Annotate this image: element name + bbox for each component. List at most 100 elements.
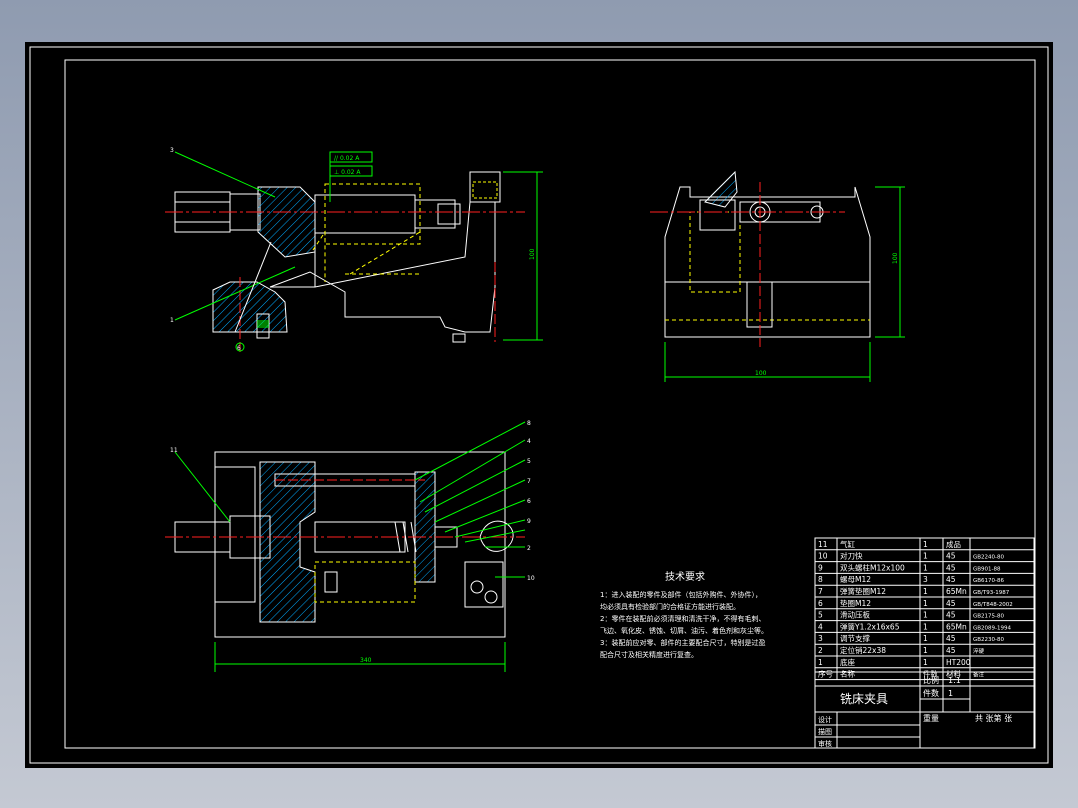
drafter-label: 描图 (818, 727, 832, 736)
dim-plan-width: 340 (360, 657, 372, 664)
front-base-outline (269, 201, 496, 333)
side-view (650, 170, 905, 382)
sheets-text: 共 张第 张 (975, 713, 1012, 723)
tolerance-text-2: ⊥ 0.02 A (334, 169, 361, 176)
bom-cell-qty: 1 (923, 563, 928, 572)
side-base (664, 281, 871, 338)
tech-req-line: 均必须具有检验部门的合格证方能进行装配。 (600, 602, 740, 611)
balloon-plan-6: 6 (527, 498, 531, 505)
bom-cell-note: GB6170-86 (973, 578, 1005, 584)
tolerance-text-1: // 0.02 A (334, 155, 360, 162)
bom-cell-name: 弹簧Y1.2x16x65 (840, 621, 900, 631)
bom-cell-material: 65Mn (946, 587, 967, 596)
bom-cell-qty: 1 (923, 552, 928, 561)
bom-cell-note: GB2230-80 (973, 637, 1005, 643)
bom-cell-no: 3 (818, 634, 823, 643)
bom-cell-no: 7 (818, 587, 823, 596)
bom-cell-name: 调节支撑 (840, 633, 870, 643)
bom-cell-material: 45 (946, 611, 956, 620)
outer-border (29, 46, 1049, 764)
bom-cell-material: 45 (946, 552, 956, 561)
count-label: 件数 (923, 688, 939, 698)
front-hidden-slide (324, 183, 421, 245)
bom-cell-note: GB/T93-1987 (973, 590, 1010, 596)
checker-label: 审核 (818, 739, 832, 748)
dim-side-width: 100 (755, 370, 767, 377)
cad-drawing-sheet: 3 1 6 // 0.02 A ⊥ 0.02 A 100 100 100 (25, 42, 1053, 768)
bom-cell-no: 6 (818, 599, 823, 608)
dim-side-height: 100 (892, 252, 899, 264)
balloon-plan-4: 4 (527, 438, 531, 445)
bom-cell-no: 4 (818, 622, 823, 631)
bom-cell-no: 2 (818, 646, 823, 655)
drawing-title: 铣床夹具 (840, 692, 888, 706)
bom-cell-qty: 1 (923, 599, 928, 608)
balloon-plan-8: 8 (527, 420, 531, 427)
bom-cell-name: 双头螺柱M12x100 (840, 562, 905, 572)
balloon-plan-9: 9 (527, 518, 531, 525)
bom-cell-note: GB2089-1994 (973, 625, 1012, 631)
tech-req-line: 2：零件在装配前必须清理和清洗干净，不得有毛刺、 (600, 614, 765, 623)
bom-cell-no: 8 (818, 575, 823, 584)
bom-cell-name: 垫圈M12 (840, 598, 871, 608)
bom-cell-material: HT200 (946, 658, 971, 667)
bom-cell-qty: 3 (923, 575, 928, 584)
bom-cell-material: 45 (946, 563, 956, 572)
bom-cell-qty: 1 (923, 622, 928, 631)
bom-cell-material: 65Mn (946, 622, 967, 631)
weight-label: 重量 (923, 713, 939, 723)
bom-header-material: 材料 (946, 669, 961, 679)
plan-cutter-block (464, 561, 504, 608)
bom-cell-note: GB2175-80 (973, 614, 1005, 620)
bom-cell-material: 45 (946, 646, 956, 655)
bom-cell-qty: 1 (923, 587, 928, 596)
bom-cell-note: 淬硬 (973, 647, 985, 655)
bom-cell-name: 底座 (840, 657, 855, 667)
scale-value: 1:1 (948, 676, 961, 685)
bom-header-note: 备注 (973, 671, 985, 679)
bom-cell-qty: 1 (923, 646, 928, 655)
bom-header-name: 名称 (840, 669, 855, 679)
count-value: 1 (948, 689, 953, 698)
balloon-front-1: 1 (170, 317, 174, 324)
side-body-outline (664, 186, 871, 283)
inner-border (64, 59, 1036, 749)
bom-cell-no: 10 (818, 552, 828, 561)
tech-req-line: 飞边、氧化皮、锈蚀、切屑、油污、着色剂和灰尘等。 (600, 626, 768, 635)
bom-cell-material: 45 (946, 575, 956, 584)
bom-cell-no: 5 (818, 611, 823, 620)
front-leader-3 (174, 151, 276, 198)
bom-cell-note: GB/T848-2002 (973, 602, 1013, 608)
tech-req-line: 1：进入装配的零件及部件（包括外购件、外协件）， (600, 590, 762, 599)
bom-cell-note: GB901-88 (973, 566, 1001, 572)
bom-cell-name: 螺母M12 (840, 574, 871, 584)
bom-header-no: 序号 (818, 669, 833, 679)
front-section-hatch (257, 186, 316, 258)
bom-cell-qty: 1 (923, 540, 928, 549)
bom-cell-qty: 1 (923, 658, 928, 667)
bom-cell-name: 滑动压板 (840, 610, 870, 620)
bom-cell-name: 弹簧垫圈M12 (840, 586, 886, 596)
tech-req-title: 技术要求 (665, 570, 705, 583)
balloon-plan-7: 7 (527, 478, 531, 485)
dim-front-height: 100 (529, 248, 536, 260)
bom-cell-qty: 1 (923, 611, 928, 620)
designer-label: 设计 (818, 715, 832, 724)
balloon-front-3: 3 (170, 147, 174, 154)
bom-cell-no: 1 (818, 658, 823, 667)
bom-header-qty: 件数 (923, 669, 938, 679)
balloon-plan-5: 5 (527, 458, 531, 465)
bom-cell-no: 9 (818, 563, 823, 572)
balloon-front-6: 6 (237, 345, 241, 352)
bom-cell-name: 定位销22x38 (840, 645, 886, 655)
bom-cell-name: 对刀快 (840, 551, 863, 561)
bom-cell-material: 成品 (946, 539, 961, 549)
balloon-plan-11: 11 (170, 447, 178, 454)
bom-cell-no: 11 (818, 540, 828, 549)
tech-req-lines: 1：进入装配的零件及部件（包括外购件、外协件）， 均必须具有检验部门的合格证方能… (600, 590, 768, 659)
tech-req-line: 配合尺寸及相关精度进行复查。 (600, 650, 698, 659)
bom-cell-name: 气缸 (840, 539, 855, 549)
bom-cell-note: GB2240-80 (973, 555, 1005, 561)
scale-label: 比例 (923, 675, 939, 685)
